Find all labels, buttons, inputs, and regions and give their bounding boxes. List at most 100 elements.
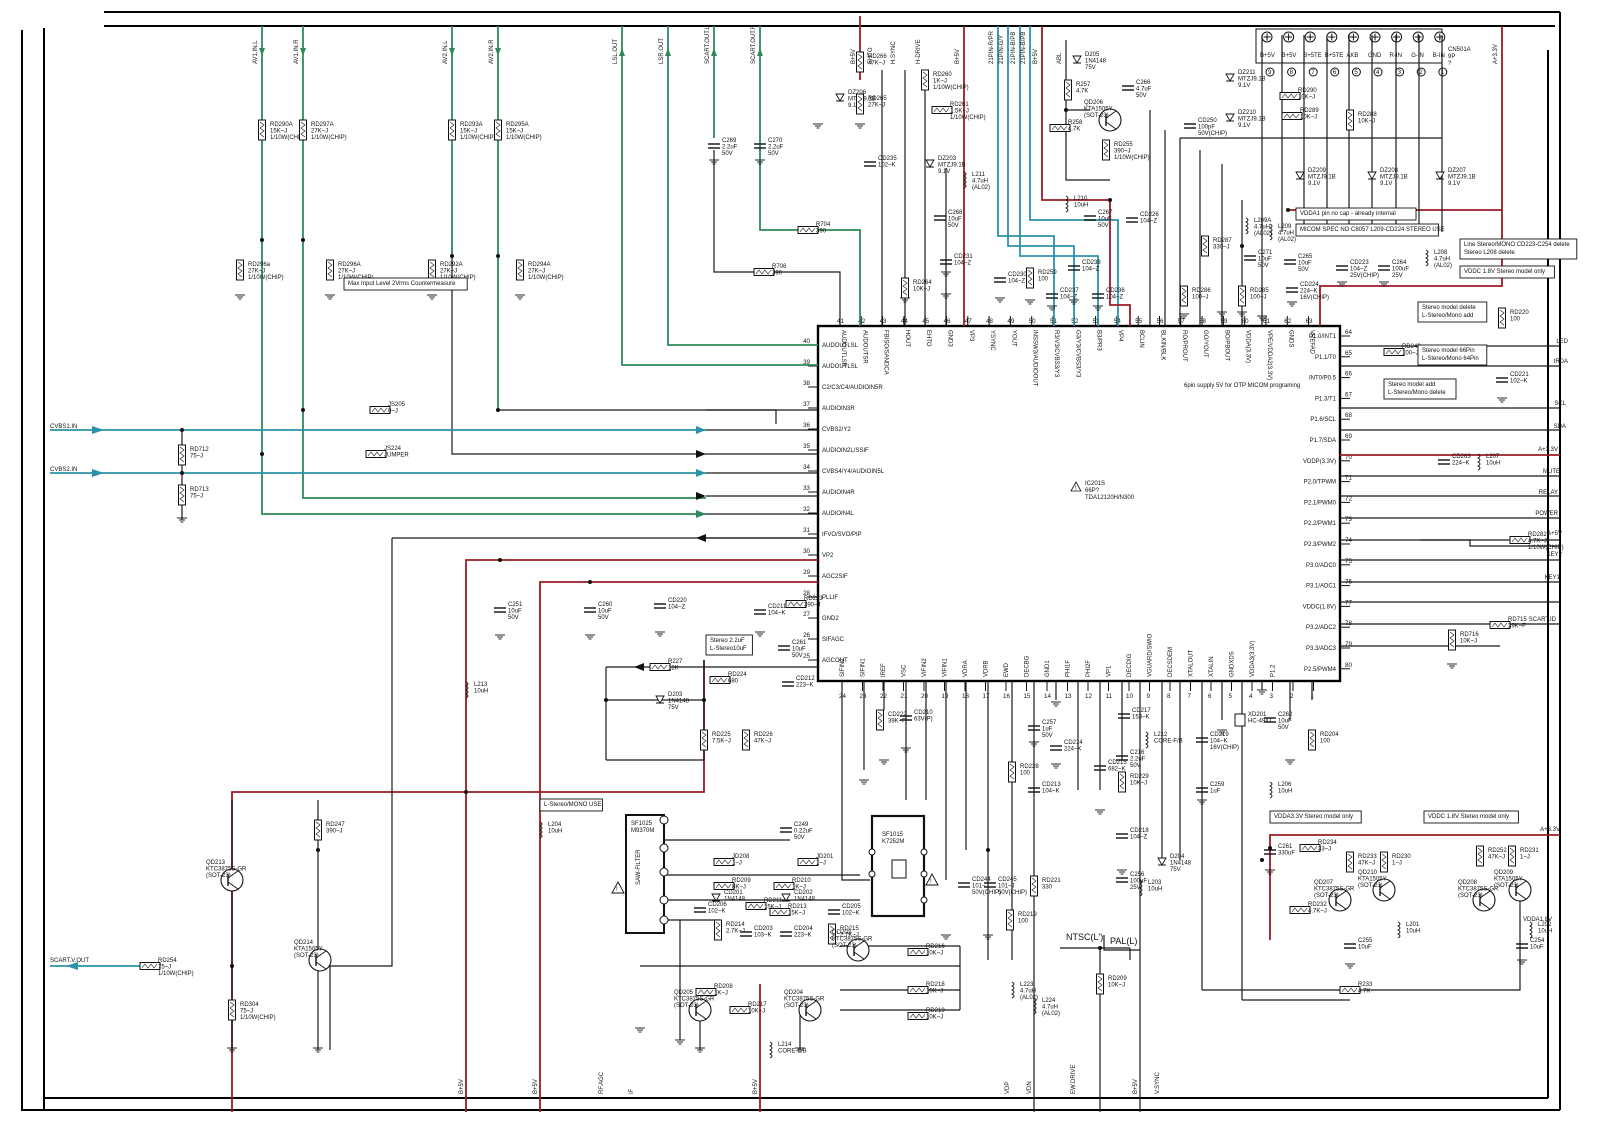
- top-signal-label: AV1.IN.L: [253, 40, 259, 64]
- component-label: KTA1505Y: [1494, 877, 1523, 883]
- component-label: CD235: [878, 156, 897, 162]
- component-label: 390: [772, 271, 783, 277]
- top-signal-label: B+5V: [1033, 49, 1039, 64]
- ic-pin-label: B3/PR3: [1096, 330, 1102, 351]
- ic-pin-number: 60: [1242, 318, 1249, 325]
- component-label: L209: [1278, 224, 1292, 230]
- component-label: RD304: [240, 1002, 259, 1008]
- component-label: 50V: [794, 835, 805, 841]
- component-label: 10K~J: [1108, 983, 1125, 989]
- component-label: R233: [1358, 982, 1373, 988]
- component-label: DZ210: [1238, 110, 1257, 116]
- connector-footnote: ?: [1448, 61, 1452, 67]
- ic-pin-label: EHTO: [925, 330, 931, 347]
- note-text: Line Stereo/MONO:CD223-C254 delete: [1464, 242, 1570, 248]
- component-label: RD293A: [460, 122, 483, 128]
- ic-label: ! IC201S 66P? TDA12120H/N300: [1070, 481, 1135, 501]
- bottom-signal-label: B+5V: [753, 1079, 759, 1094]
- right-signal-label: A+3.3V: [1538, 447, 1558, 453]
- component-label: 27K~J: [868, 103, 885, 109]
- connector-pin-label: B+5V: [1260, 53, 1275, 59]
- note-text: Stereo L208 delete: [1464, 250, 1515, 256]
- component-label: CD213: [1042, 782, 1061, 788]
- ic-pin-number: 14: [1044, 693, 1051, 700]
- component-label: MTZJ9.1B: [1448, 175, 1476, 181]
- ic-pin-label: VPE/VDDA2(3.3V): [1266, 330, 1272, 380]
- component-label: RD232: [1308, 902, 1327, 908]
- component-label: 27K~J: [338, 269, 355, 275]
- component-label: CD244: [972, 877, 991, 883]
- component-label: RD219: [1018, 912, 1037, 918]
- component-label: 1/10W(CHIP): [270, 135, 306, 141]
- component-label: 27K~J: [311, 129, 328, 135]
- component-label: 102~K: [878, 163, 896, 169]
- ic-pin-number: 23: [860, 693, 867, 700]
- component-label: MTZJ9.1B: [1238, 77, 1266, 83]
- connector-pin-number: 1: [1441, 69, 1445, 76]
- right-signal-label: LED: [1556, 339, 1568, 345]
- component-label: L202: [1538, 922, 1552, 928]
- component-label: 1/10W(CHIP): [158, 971, 194, 977]
- component-label: (SOT-23): [206, 873, 231, 879]
- component-label: 4.7K: [1358, 989, 1370, 995]
- ic-pin-label: INT0/P0.5: [1309, 376, 1337, 382]
- component-label: 75V: [668, 705, 679, 711]
- ic-pin-label: VDRA: [963, 660, 969, 677]
- saw-val: M9370M: [631, 828, 654, 834]
- component-label: CD210: [914, 710, 933, 716]
- component-label: 10uF: [948, 217, 962, 223]
- component-label: CD238: [1082, 260, 1101, 266]
- component-label: 103~K: [754, 933, 772, 939]
- component-label: 4.7uH: [1042, 1005, 1058, 1011]
- note-text: MICOM SPEC NO C8057 L209-CD224 STEREO US…: [1300, 227, 1445, 233]
- right-signal-label: POWER: [1535, 511, 1558, 517]
- wire-lsl-out: [621, 26, 818, 366]
- component-label: C216: [1130, 750, 1145, 756]
- ic-pin-number: 58: [1199, 318, 1206, 325]
- component-label: 4.7uH: [1020, 989, 1036, 995]
- component-label: 10uF: [1358, 945, 1372, 951]
- top-signal-label: A+3.3V: [1493, 44, 1499, 64]
- component-label: 10uF: [508, 609, 522, 615]
- component-label: 1~J: [732, 861, 742, 867]
- component-label: RD229: [1130, 774, 1149, 780]
- component-label: QD203: [832, 930, 852, 936]
- component-label: L213: [474, 682, 488, 688]
- component-label: 47K~J: [754, 739, 771, 745]
- component-label: 15K~J: [788, 911, 805, 917]
- component-label: 4.7uH: [1434, 257, 1450, 263]
- component-label: C271: [1258, 250, 1273, 256]
- component-label: (SOT-23): [674, 1003, 699, 1009]
- component-label: RD282: [1528, 532, 1547, 538]
- outer-frame: [21, 11, 1561, 1111]
- component-label: 15K~J: [460, 129, 477, 135]
- ic-pin-number: 10: [1126, 693, 1133, 700]
- component-label: L209A: [1254, 218, 1271, 224]
- ic-pin-number: 2: [1290, 693, 1294, 700]
- note-text: L-Stereo/MONO USE: [544, 802, 601, 808]
- component-label: 390~J: [804, 603, 821, 609]
- ic-pin-number: 43: [880, 318, 887, 325]
- note-text: L-Stereo10uF: [710, 646, 747, 652]
- component-label: RD297A: [311, 122, 334, 128]
